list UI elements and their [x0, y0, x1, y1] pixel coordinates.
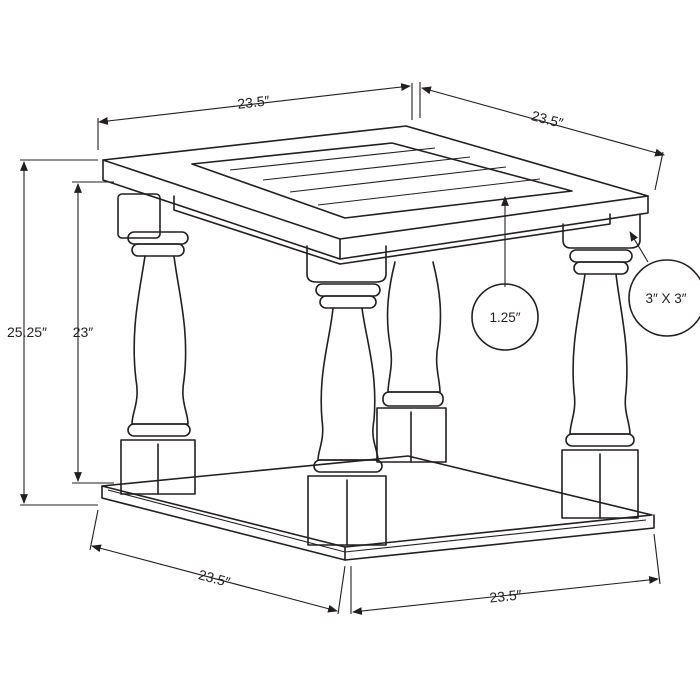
bottom-width-right-arrow — [352, 576, 659, 615]
front-right-leg — [561, 213, 641, 519]
inset-panel — [191, 142, 573, 219]
top-width-left-arrow — [98, 83, 411, 125]
dimension-lines — [20, 82, 665, 615]
bottom-shelf — [101, 455, 655, 561]
label-top-width-right: 23.5″ — [530, 107, 565, 131]
label-under-top-height: 23″ — [73, 324, 94, 340]
label-total-height: 25.25″ — [7, 324, 47, 340]
label-top-thickness: 1.25″ — [489, 310, 520, 325]
front-center-leg — [306, 245, 387, 546]
top-width-right-arrow — [421, 86, 665, 157]
label-top-width-left: 23.5″ — [237, 92, 271, 112]
table-illustration — [101, 125, 655, 561]
label-leg-size: 3″ X 3″ — [645, 291, 686, 306]
top-thickness-callout — [471, 283, 539, 351]
label-bottom-width-left: 23.5″ — [197, 566, 232, 590]
bottom-width-left-arrow — [91, 544, 338, 613]
table-top — [102, 125, 649, 265]
dimension-labels: 23.5″ 23.5″ 25.25″ 23″ 23.5″ 23.5″ 1.25″… — [7, 92, 687, 605]
front-left-leg — [117, 193, 196, 495]
leg-size-leader — [629, 231, 649, 263]
back-left-leg — [376, 261, 447, 463]
label-bottom-width-right: 23.5″ — [489, 586, 523, 605]
leg-size-callout — [628, 259, 700, 337]
